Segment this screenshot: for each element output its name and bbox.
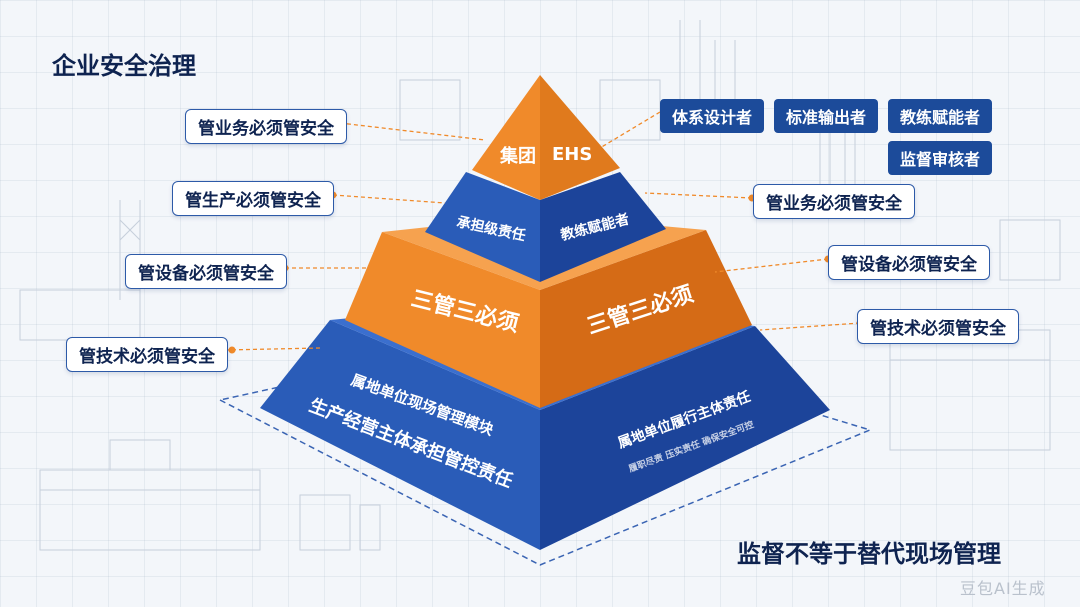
base-right-face bbox=[540, 326, 830, 550]
connector-line bbox=[224, 347, 321, 351]
role-system-designer: 体系设计者 bbox=[660, 99, 765, 133]
role-coach-enabler: 教练赋能者 bbox=[888, 99, 993, 133]
tier3-left-face bbox=[345, 232, 540, 408]
right-box-business: 管业务必须管安全 bbox=[753, 184, 915, 219]
role-standard-output: 标准输出者 bbox=[774, 99, 879, 133]
connector-line bbox=[339, 122, 486, 141]
tier3-right-face bbox=[540, 230, 752, 408]
left-box-equipment: 管设备必须管安全 bbox=[125, 254, 287, 289]
top-right-face bbox=[540, 75, 620, 200]
page-title: 企业安全治理 bbox=[52, 52, 196, 80]
connector-line bbox=[714, 258, 829, 273]
tier2-left-face bbox=[425, 172, 540, 282]
left-box-business: 管业务必须管安全 bbox=[185, 109, 347, 144]
watermark: 豆包AI生成 bbox=[960, 579, 1046, 598]
connector-line bbox=[599, 111, 661, 149]
connector-dot bbox=[228, 346, 236, 354]
top-right-label: EHS bbox=[552, 144, 592, 165]
base-left-face bbox=[260, 320, 540, 550]
footer-slogan: 监督不等于替代现场管理 bbox=[737, 540, 1001, 568]
connector-line bbox=[759, 322, 861, 331]
top-left-face bbox=[472, 75, 540, 200]
role-supervisor-auditor: 监督审核者 bbox=[888, 141, 993, 175]
connector-line bbox=[644, 192, 753, 199]
connector-line bbox=[332, 194, 446, 204]
top-left-label: 集团 bbox=[499, 145, 536, 167]
tier2-right-face bbox=[540, 172, 666, 282]
left-box-technology: 管技术必须管安全 bbox=[66, 337, 228, 372]
left-box-production: 管生产必须管安全 bbox=[172, 181, 334, 216]
right-box-technology: 管技术必须管安全 bbox=[857, 309, 1019, 344]
right-box-equipment: 管设备必须管安全 bbox=[828, 245, 990, 280]
